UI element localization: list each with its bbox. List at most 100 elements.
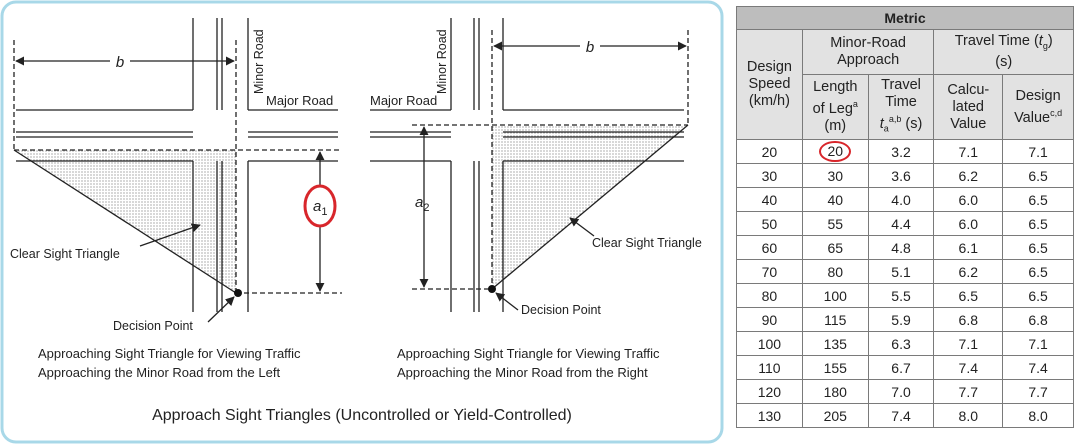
- table-cell: 50: [736, 211, 803, 236]
- main-title: Approach Sight Triangles (Uncontrolled o…: [152, 407, 572, 424]
- table-cell: 7.1: [933, 139, 1004, 164]
- a1-highlight-circle: [303, 184, 337, 228]
- right-decision-point-marker: [488, 285, 496, 293]
- table-cell: 6.5: [933, 283, 1004, 308]
- left-major-road-label: Major Road: [266, 93, 333, 108]
- table-cell: 7.4: [1002, 355, 1074, 380]
- table-cell: 7.4: [867, 403, 935, 428]
- table-cell: 90: [736, 307, 803, 332]
- header-minor-road-approach: Minor-Road Approach: [801, 29, 935, 75]
- table-cell: 135: [801, 331, 869, 356]
- table-cell: 155: [801, 355, 869, 380]
- table-cell: 6.7: [867, 355, 935, 380]
- table-cell: 120: [736, 379, 803, 404]
- table-cell: 30: [736, 163, 803, 188]
- table-cell: 55: [801, 211, 869, 236]
- table-cell: 6.5: [1002, 235, 1074, 260]
- table-cell: 7.7: [1002, 379, 1074, 404]
- table-cell: 8.0: [1002, 403, 1074, 428]
- table-cell: 7.0: [867, 379, 935, 404]
- table-cell: 6.5: [1002, 283, 1074, 308]
- right-minor-road-label: Minor Road: [435, 29, 449, 94]
- table-cell: 3.6: [867, 163, 935, 188]
- metric-table: Metric Design Speed (km/h) Minor-Road Ap…: [736, 6, 1074, 428]
- table-cell: 6.8: [933, 307, 1004, 332]
- header-travel-time: Travel Time (tg) (s): [933, 29, 1074, 75]
- table-cell: 4.8: [867, 235, 935, 260]
- sight-triangle-diagram: b Minor Road Major Road a1 Clear Sight T…: [0, 0, 724, 444]
- header-length-of-leg: Length of Lega(m): [801, 74, 869, 140]
- highlighted-length-value: 20: [819, 141, 852, 162]
- left-clear-sight-label: Clear Sight Triangle: [10, 247, 120, 261]
- table-cell: 5.9: [867, 307, 935, 332]
- right-labels: b Minor Road Major Road a2 Clear Sight T…: [370, 29, 702, 380]
- left-decision-point-marker: [234, 289, 242, 297]
- right-intersection: [370, 18, 689, 312]
- table-cell: 5.5: [867, 283, 935, 308]
- table-cell: 7.7: [933, 379, 1004, 404]
- table-cell: 20: [801, 139, 869, 164]
- right-caption-line2: Approaching the Minor Road from the Righ…: [397, 365, 648, 380]
- right-caption-line1: Approaching Sight Triangle for Viewing T…: [397, 346, 660, 361]
- table-cell: 6.8: [1002, 307, 1074, 332]
- table-cell: 7.1: [933, 331, 1004, 356]
- right-major-road-label: Major Road: [370, 93, 437, 108]
- table-cell: 115: [801, 307, 869, 332]
- table-title: Metric: [736, 6, 1074, 30]
- table-cell: 130: [736, 403, 803, 428]
- table-cell: 6.2: [933, 163, 1004, 188]
- table-cell: 6.1: [933, 235, 1004, 260]
- table-cell: 80: [801, 259, 869, 284]
- right-a-label: a2: [415, 194, 429, 214]
- table-cell: 3.2: [867, 139, 935, 164]
- table-cell: 6.2: [933, 259, 1004, 284]
- left-a-label: a1: [313, 198, 327, 218]
- left-intersection: [13, 18, 342, 323]
- table-cell: 100: [736, 331, 803, 356]
- table-cell: 100: [801, 283, 869, 308]
- table-cell: 110: [736, 355, 803, 380]
- left-minor-road-label: Minor Road: [252, 29, 266, 94]
- right-b-label: b: [586, 39, 594, 56]
- header-calculated-value: Calcu-lated Value: [933, 74, 1004, 140]
- left-b-label: b: [116, 54, 124, 71]
- diagram-panel: b Minor Road Major Road a1 Clear Sight T…: [0, 0, 724, 444]
- table-cell: 6.5: [1002, 259, 1074, 284]
- table-cell: 4.4: [867, 211, 935, 236]
- table-cell: 65: [801, 235, 869, 260]
- table-cell: 6.0: [933, 187, 1004, 212]
- table-cell: 20: [736, 139, 803, 164]
- table-cell: 6.0: [933, 211, 1004, 236]
- table-cell: 7.4: [933, 355, 1004, 380]
- header-design-speed: Design Speed (km/h): [736, 29, 803, 140]
- table-cell: 6.3: [867, 331, 935, 356]
- table-cell: 60: [736, 235, 803, 260]
- metric-table-panel: Metric Design Speed (km/h) Minor-Road Ap…: [736, 6, 1074, 428]
- table-cell: 4.0: [867, 187, 935, 212]
- table-cell: 6.5: [1002, 211, 1074, 236]
- right-clear-sight-label: Clear Sight Triangle: [592, 236, 702, 250]
- table-cell: 40: [736, 187, 803, 212]
- table-cell: 70: [736, 259, 803, 284]
- table-cell: 40: [801, 187, 869, 212]
- table-cell: 8.0: [933, 403, 1004, 428]
- right-decision-point-label: Decision Point: [521, 303, 601, 317]
- table-cell: 30: [801, 163, 869, 188]
- left-caption-line2: Approaching the Minor Road from the Left: [38, 365, 280, 380]
- left-decision-point-label: Decision Point: [113, 319, 193, 333]
- table-cell: 7.1: [1002, 139, 1074, 164]
- table-cell: 80: [736, 283, 803, 308]
